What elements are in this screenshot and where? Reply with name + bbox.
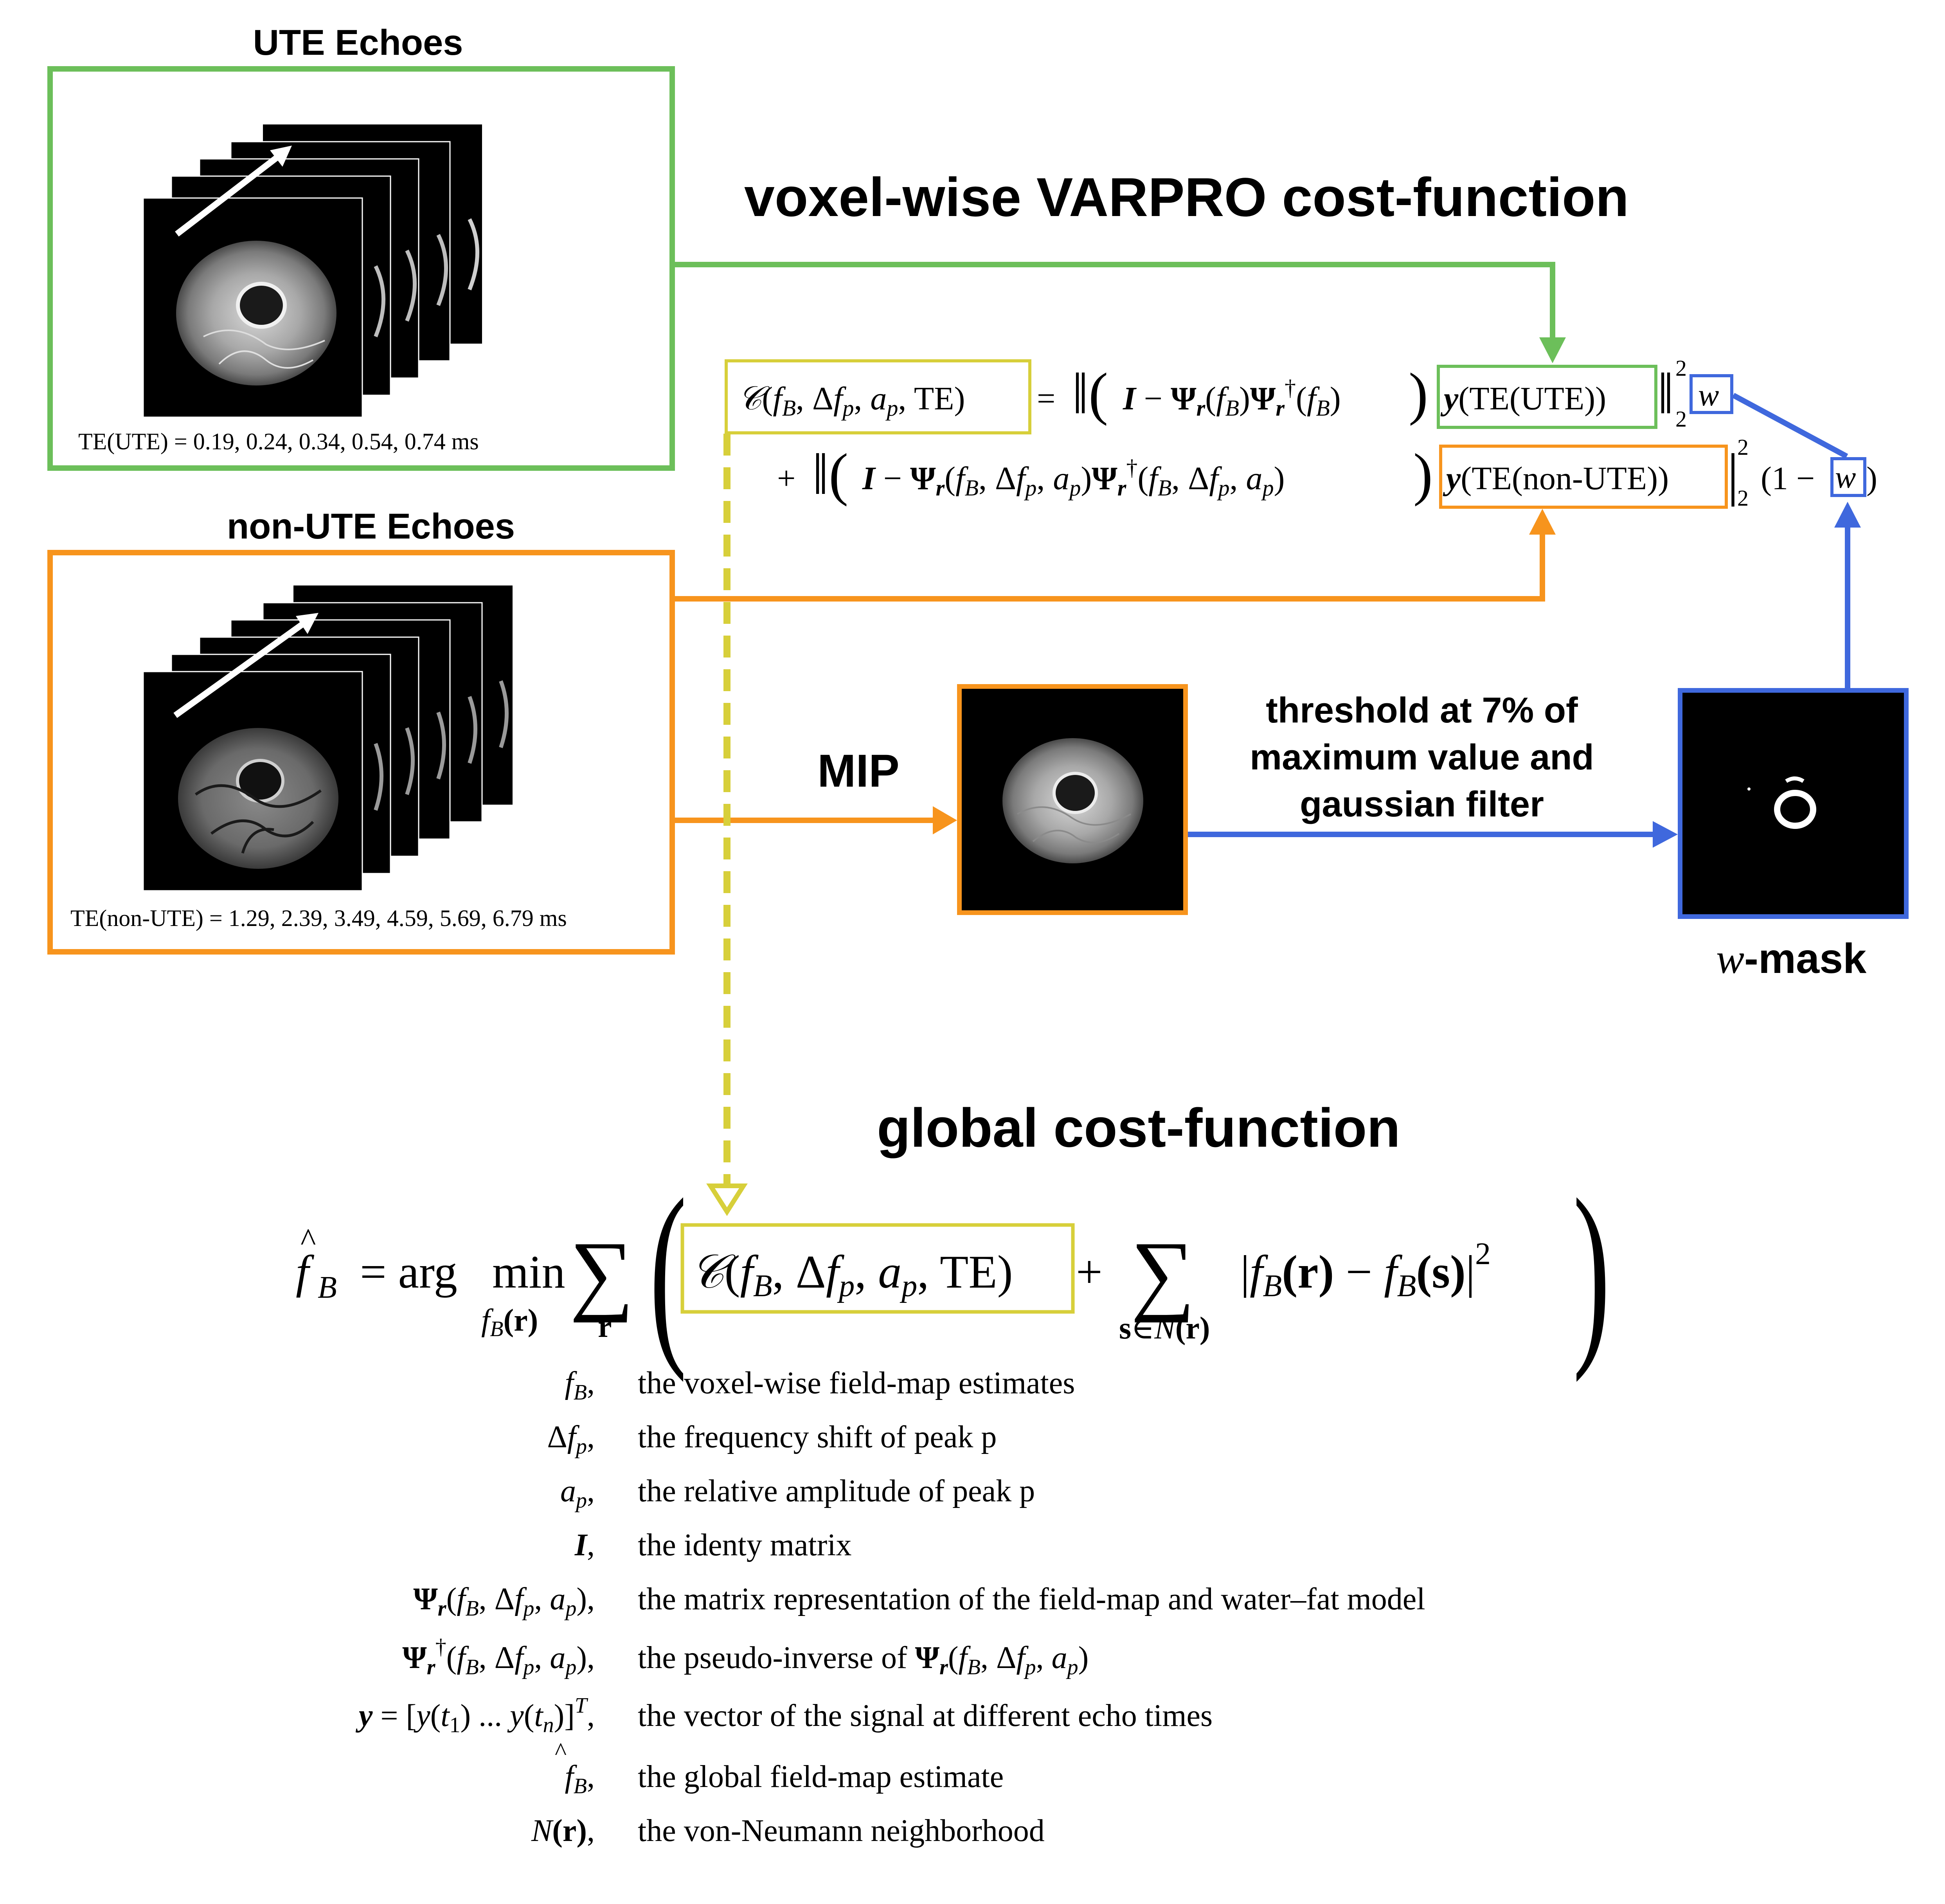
svg-text:s∈N(r): s∈N(r) [1119,1311,1210,1346]
svg-text:): ) [1409,361,1428,426]
svg-text:(1 −: (1 − [1761,460,1815,497]
nonute-te-caption: TE(non-UTE) = 1.29, 2.39, 3.49, 4.59, 5.… [70,905,567,931]
svg-text:|fB(r) − fB(s)|2: |fB(r) − fB(s)|2 [1240,1237,1491,1303]
definition-symbol: Ψr(fB, Δfp, ap), [413,1582,595,1621]
svg-text:𝒞(fB, Δfp, ap, TE): 𝒞(fB, Δfp, ap, TE) [690,1246,1013,1303]
w-mask-symbol: w [1716,936,1744,982]
definition-desc: the relative amplitude of peak p [638,1474,1035,1508]
nonute-echo-stack [142,585,513,892]
svg-text:‖(: ‖( [812,442,848,507]
svg-text:2: 2 [1675,355,1687,381]
definition-desc: the matrix representation of the field-m… [638,1582,1425,1616]
svg-text:∑: ∑ [1131,1223,1195,1323]
definition-symbol: ap, [560,1474,595,1513]
svg-text:B: B [318,1270,337,1305]
svg-text:I − Ψr(fB)Ψr†(fB): I − Ψr(fB)Ψr†(fB) [1123,375,1341,421]
definition-desc: the vector of the signal at different ec… [638,1699,1213,1733]
w-mask-image [1678,688,1909,919]
definition-symbol: Δfp, [547,1420,595,1459]
threshold-label-line3: gaussian filter [1300,784,1544,824]
svg-text:y(TE(non-UTE)): y(TE(non-UTE)) [1443,460,1669,497]
svg-text:): ) [1866,460,1877,497]
definitions-list: fB, the voxel-wise field-map estimates Δ… [355,1366,1425,1848]
definition-symbol: N(r), [531,1814,595,1848]
svg-text:): ) [1413,442,1433,507]
global-equation: f ^ B = arg min fB(r) ∑ r ( 𝒞(fB, Δfp, a… [296,1157,1610,1383]
y-ute-box [1437,365,1657,429]
w-mask-label: w-mask [1716,935,1867,982]
mip-label: MIP [817,745,900,797]
voxel-equation: 𝒞(fB, Δfp, ap, TE) = ‖( I − Ψr(fB)Ψr†(fB… [725,355,1877,511]
svg-text:w: w [1698,378,1719,413]
nonute-panel-frame [47,550,675,955]
w-box-1 [1690,374,1733,414]
threshold-label-line1: threshold at 7% of [1266,690,1578,730]
definition-symbol: fB, [565,1760,595,1798]
svg-text:2: 2 [1737,434,1749,460]
svg-text:∑: ∑ [570,1223,634,1323]
threshold-label-line2: maximum value and [1250,737,1594,777]
svg-text:^: ^ [300,1222,316,1258]
green-arrow [674,262,1555,340]
svg-text:fB(r): fB(r) [481,1303,538,1341]
svg-text:+: + [1076,1246,1103,1298]
hat-mark: ^ [555,1737,567,1765]
w-mask-suffix: -mask [1744,935,1867,982]
svg-text:2: 2 [1737,485,1749,511]
definition-desc: the von-Neumann neighborhood [638,1814,1045,1848]
svg-text:+: + [777,460,795,497]
nonute-arrow-icon [173,620,307,718]
svg-text:): ) [1573,1157,1610,1383]
svg-text:(: ( [650,1157,687,1383]
svg-text:=: = [1037,380,1055,417]
ute-te-caption: TE(UTE) = 0.19, 0.24, 0.34, 0.54, 0.74 m… [78,429,479,454]
definition-desc: the global field-map estimate [638,1760,1004,1794]
definition-symbol: I, [574,1528,595,1562]
y-nonute-box [1439,445,1728,509]
definition-desc: the identy matrix [638,1528,852,1562]
svg-text:𝒞(fB, Δfp, ap, TE): 𝒞(fB, Δfp, ap, TE) [738,380,965,421]
svg-text:min: min [492,1246,565,1298]
definition-desc: the frequency shift of peak p [638,1420,997,1454]
definition-symbol: fB, [565,1366,595,1405]
nonute-title: non-UTE Echoes [227,506,515,546]
svg-text:|: | [1727,442,1739,507]
definition-desc: the voxel-wise field-map estimates [638,1366,1075,1400]
definition-symbol: y = [y(t1) ... y(tn)]T, [355,1693,595,1737]
definition-symbol: Ψr†(fB, Δfp, ap), [402,1635,595,1679]
svg-text:I − Ψr(fB, Δfp, ap)Ψr†(fB, Δfp: I − Ψr(fB, Δfp, ap)Ψr†(fB, Δfp, ap) [862,455,1285,501]
orange-arrow-upper [674,532,1545,602]
svg-text:w: w [1835,460,1856,495]
svg-text:r: r [598,1310,612,1344]
svg-text:y(TE(UTE)): y(TE(UTE)) [1440,380,1606,417]
svg-text:‖(: ‖( [1072,361,1108,426]
mip-image [957,684,1188,915]
w-box-2 [1830,457,1866,497]
cost-c-box [725,359,1031,434]
global-c-box [680,1223,1075,1314]
w-link-line [1732,393,1848,459]
definition-desc: the pseudo-inverse of Ψr(fB, Δfp, ap) [638,1641,1089,1679]
voxel-cost-title: voxel-wise VARPRO cost-function [744,166,1629,228]
ute-title: UTE Echoes [253,23,463,63]
svg-text:= arg: = arg [360,1246,457,1298]
svg-text:‖: ‖ [1657,361,1674,426]
svg-text:2: 2 [1675,406,1687,432]
ute-panel-frame [47,66,675,471]
global-cost-title: global cost-function [877,1097,1400,1158]
ute-echo-stack [142,124,482,418]
ute-arrow-icon [175,152,282,237]
